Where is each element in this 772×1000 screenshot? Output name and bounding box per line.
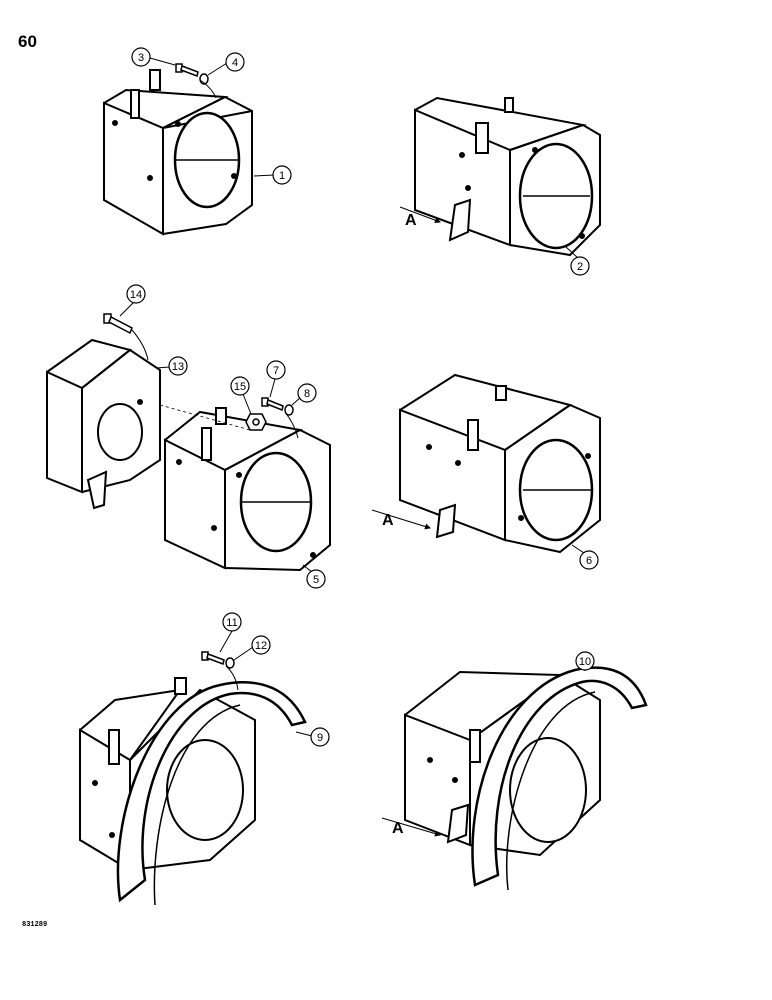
svg-text:4: 4: [232, 57, 238, 69]
bolt-part-7: [261, 397, 284, 412]
bolt-part-3: [175, 63, 199, 77]
housing-part-6: [399, 373, 601, 554]
svg-text:3: 3: [138, 52, 144, 64]
callout-10: 10: [575, 651, 595, 671]
dimension-a-lower: A: [381, 817, 441, 837]
housing-part-1: [103, 69, 253, 236]
callout-8: 8: [291, 383, 317, 406]
callout-6: 6: [571, 544, 599, 570]
svg-text:15: 15: [234, 381, 246, 393]
washer-part-12: [225, 657, 235, 669]
bolt-part-14: [103, 313, 133, 335]
svg-text:14: 14: [130, 289, 142, 301]
callout-9: 9: [295, 727, 330, 747]
catalog-code: 831289: [22, 921, 48, 929]
svg-text:12: 12: [255, 640, 267, 652]
dimension-a-label-middle: A: [382, 512, 394, 529]
dimension-a-middle: A: [371, 509, 431, 530]
cover-part-13: [46, 338, 161, 510]
nut-part-15: [245, 413, 267, 431]
callout-2: 2: [565, 246, 590, 276]
svg-text:13: 13: [172, 361, 184, 373]
svg-text:9: 9: [317, 732, 323, 744]
callout-13: 13: [155, 356, 188, 376]
callout-1: 1: [253, 165, 292, 185]
dimension-a-upper: A: [399, 206, 441, 229]
housing-part-2: [414, 96, 601, 257]
svg-text:11: 11: [226, 617, 237, 629]
callout-5: 5: [302, 564, 326, 589]
bolt-part-11: [201, 651, 225, 665]
svg-text:2: 2: [577, 261, 583, 273]
svg-text:10: 10: [579, 656, 591, 668]
callout-4: 4: [207, 52, 245, 76]
callout-12: 12: [233, 635, 271, 661]
dimension-a-label-lower: A: [392, 820, 404, 837]
fan-housing-part-10: [404, 666, 648, 891]
svg-text:7: 7: [273, 365, 279, 377]
washer-part-8: [284, 404, 294, 416]
housing-part-5: [164, 407, 331, 572]
callout-14: 14: [119, 284, 146, 317]
fan-housing-part-9: [79, 677, 307, 906]
page-number: 60: [18, 32, 37, 51]
svg-text:1: 1: [279, 170, 285, 182]
dimension-a-label: A: [405, 212, 417, 229]
callout-7: 7: [266, 360, 286, 398]
callout-11: 11: [219, 612, 242, 653]
callout-3: 3: [131, 47, 176, 67]
callout-15: 15: [230, 376, 252, 415]
svg-text:5: 5: [313, 574, 319, 586]
svg-text:6: 6: [586, 555, 592, 567]
svg-text:8: 8: [304, 388, 310, 400]
